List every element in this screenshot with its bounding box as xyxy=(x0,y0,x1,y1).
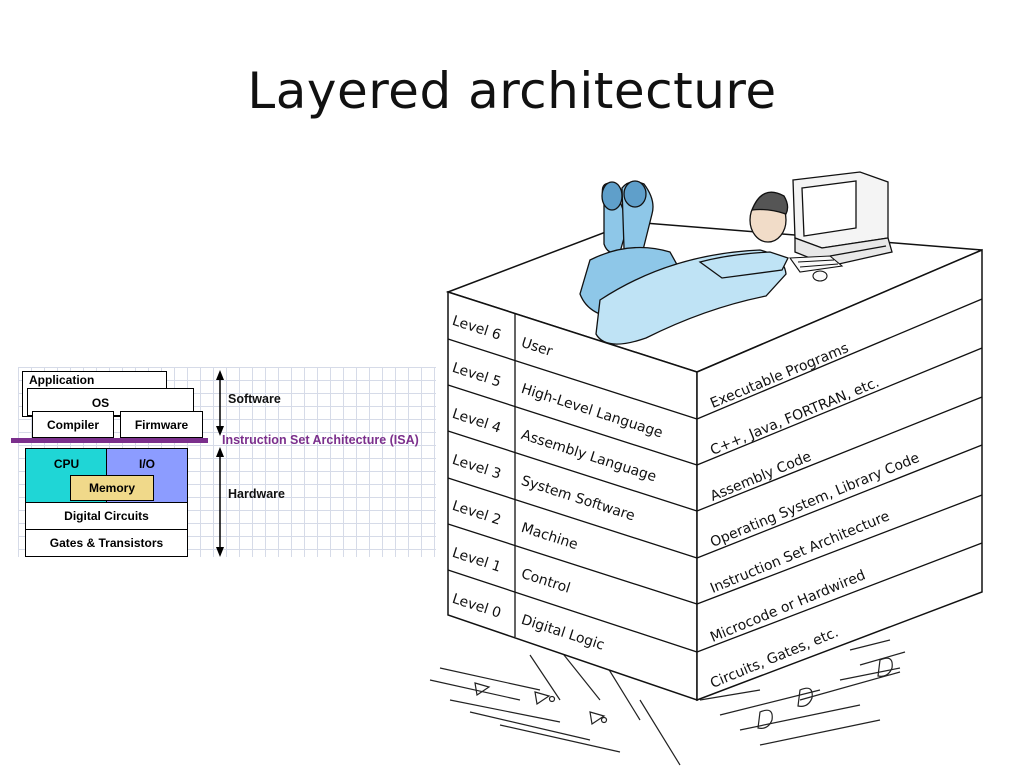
slide-title: Layered architecture xyxy=(247,62,777,120)
mouse-icon xyxy=(812,270,828,282)
hardware-label: Hardware xyxy=(228,487,285,501)
circuit-schematic-icon xyxy=(429,639,906,766)
gates-transistors-box: Gates & Transistors xyxy=(25,529,188,557)
computer-monitor-icon xyxy=(792,171,893,267)
firmware-box: Firmware xyxy=(120,411,203,438)
digital-circuits-box: Digital Circuits xyxy=(25,502,188,530)
keyboard-icon xyxy=(788,255,844,273)
compiler-box: Compiler xyxy=(32,411,114,438)
person-lying-icon xyxy=(579,180,789,345)
software-label: Software xyxy=(228,392,281,406)
os-label: OS xyxy=(91,396,110,410)
isa-label: Instruction Set Architecture (ISA) xyxy=(222,433,419,447)
isa-divider xyxy=(11,438,208,443)
block-right-face xyxy=(696,248,983,702)
memory-box: Memory xyxy=(70,475,154,501)
